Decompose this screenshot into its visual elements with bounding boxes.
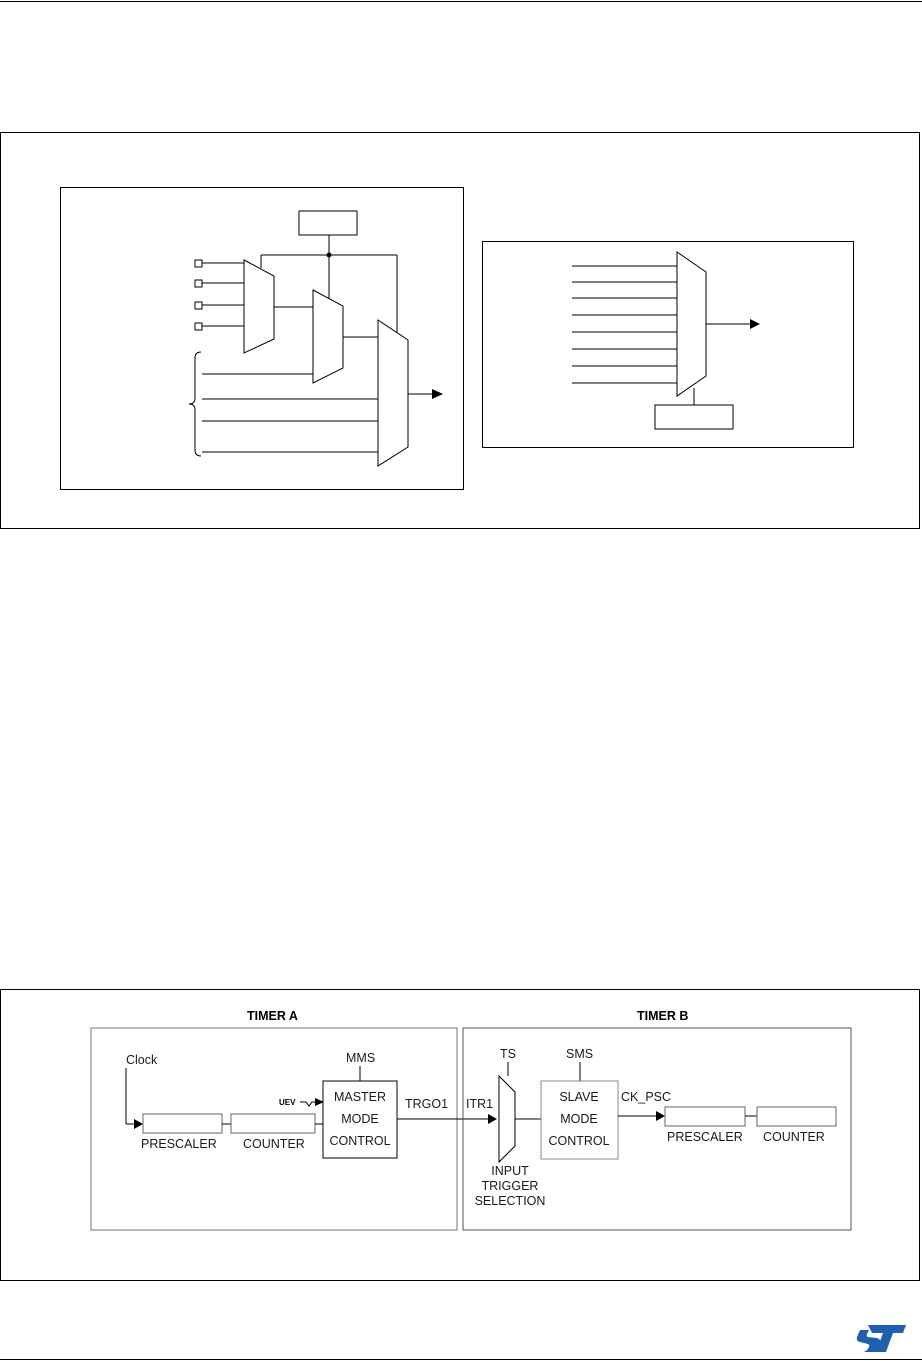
trgo-arrow-icon	[488, 1114, 497, 1124]
mux-1	[243, 259, 275, 354]
input-group-brace	[188, 351, 202, 457]
timer-b-title: TIMER B	[637, 1009, 688, 1023]
itr-label: ITR1	[466, 1097, 493, 1111]
timer-a-counter-label: COUNTER	[243, 1137, 305, 1151]
input-trigger-mux	[498, 1074, 516, 1164]
trigger-mux-panel	[60, 187, 464, 490]
selector-mux-panel	[482, 241, 854, 448]
trgo-label: TRGO1	[405, 1097, 448, 1111]
ck-psc-arrow-icon	[656, 1111, 665, 1121]
slave-mode-control	[540, 1080, 619, 1160]
timer-a-prescaler-label: PRESCALER	[141, 1137, 217, 1151]
mux-diagram	[188, 210, 760, 467]
footer-rule	[0, 1359, 922, 1360]
timer-a-panel	[90, 1027, 458, 1231]
uev-label: UEV	[279, 1098, 296, 1107]
clock-arrow-icon	[134, 1119, 143, 1129]
master-line2: MODE	[341, 1112, 379, 1126]
junction-dot	[326, 252, 332, 258]
timer-b-counter	[756, 1106, 837, 1127]
selector-control-box	[654, 404, 734, 430]
ts-label: TS	[500, 1047, 516, 1061]
input-line2: TRIGGER	[482, 1179, 539, 1193]
timer-b-prescaler-label: PRESCALER	[667, 1130, 743, 1144]
uev-arrow-icon	[315, 1098, 324, 1106]
mux-control-box	[298, 210, 358, 236]
output-arrow-icon	[432, 389, 443, 399]
st-logo-icon	[856, 1325, 906, 1352]
mux-figure-frame	[0, 132, 920, 529]
slave-line2: MODE	[560, 1112, 598, 1126]
mms-label: MMS	[346, 1051, 375, 1065]
master-mode-control	[322, 1080, 398, 1159]
sms-label: SMS	[566, 1047, 593, 1061]
selector-output-arrow-icon	[750, 319, 760, 329]
mux-3	[377, 319, 409, 467]
header-rule	[0, 1, 922, 2]
timer-figure-frame	[0, 989, 920, 1281]
master-line3: CONTROL	[329, 1134, 390, 1148]
ck-psc-label: CK_PSC	[621, 1090, 671, 1104]
timer-b-panel	[462, 1027, 852, 1231]
mux-2	[312, 289, 344, 384]
input-line1: INPUT	[491, 1164, 529, 1178]
timer-a-title: TIMER A	[247, 1009, 298, 1023]
clock-label: Clock	[126, 1053, 158, 1067]
slave-line1: SLAVE	[559, 1090, 598, 1104]
timer-b-counter-label: COUNTER	[763, 1130, 825, 1144]
slave-line3: CONTROL	[548, 1134, 609, 1148]
input-line3: SELECTION	[475, 1194, 546, 1208]
selector-mux	[676, 251, 707, 397]
master-line1: MASTER	[334, 1090, 386, 1104]
